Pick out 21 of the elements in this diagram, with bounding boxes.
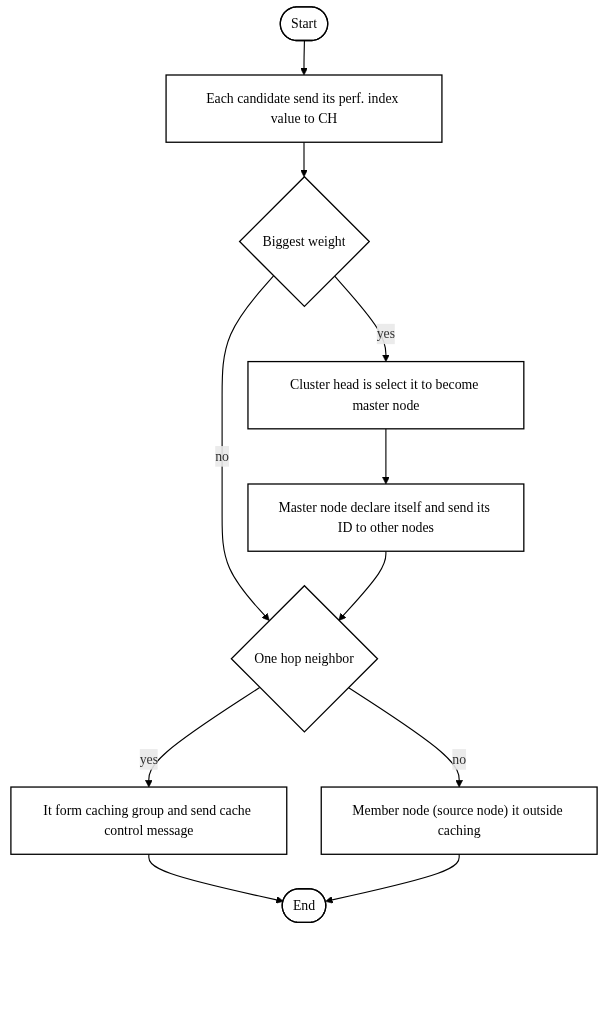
arrow: [145, 687, 261, 788]
arrow: [347, 687, 463, 788]
arrow: [382, 428, 390, 485]
arrow: [325, 853, 460, 904]
edge-label: yes: [139, 751, 159, 767]
edge-label: no: [452, 751, 467, 767]
edge-label: no: [215, 448, 229, 464]
node-box: Master node declare itself and send its ID to other nodes: [247, 483, 525, 552]
node-box: It form caching group and send cache control message: [10, 786, 288, 855]
node-box: Each candidate send its perf. index value to CH: [165, 74, 443, 143]
node-diamond: One hop neighbor: [230, 584, 379, 733]
node-box: Member node (source node) it outside caching: [320, 786, 598, 855]
arrow: [300, 141, 308, 178]
node-diamond: Biggest weight: [238, 175, 371, 308]
node-box: Cluster head is select it to become master node: [247, 360, 525, 430]
arrow: [300, 40, 308, 76]
arrow: [338, 550, 387, 621]
edge-label: yes: [376, 326, 396, 341]
arrow: [221, 275, 275, 621]
arrow: [148, 853, 284, 904]
arrow: [333, 275, 390, 362]
